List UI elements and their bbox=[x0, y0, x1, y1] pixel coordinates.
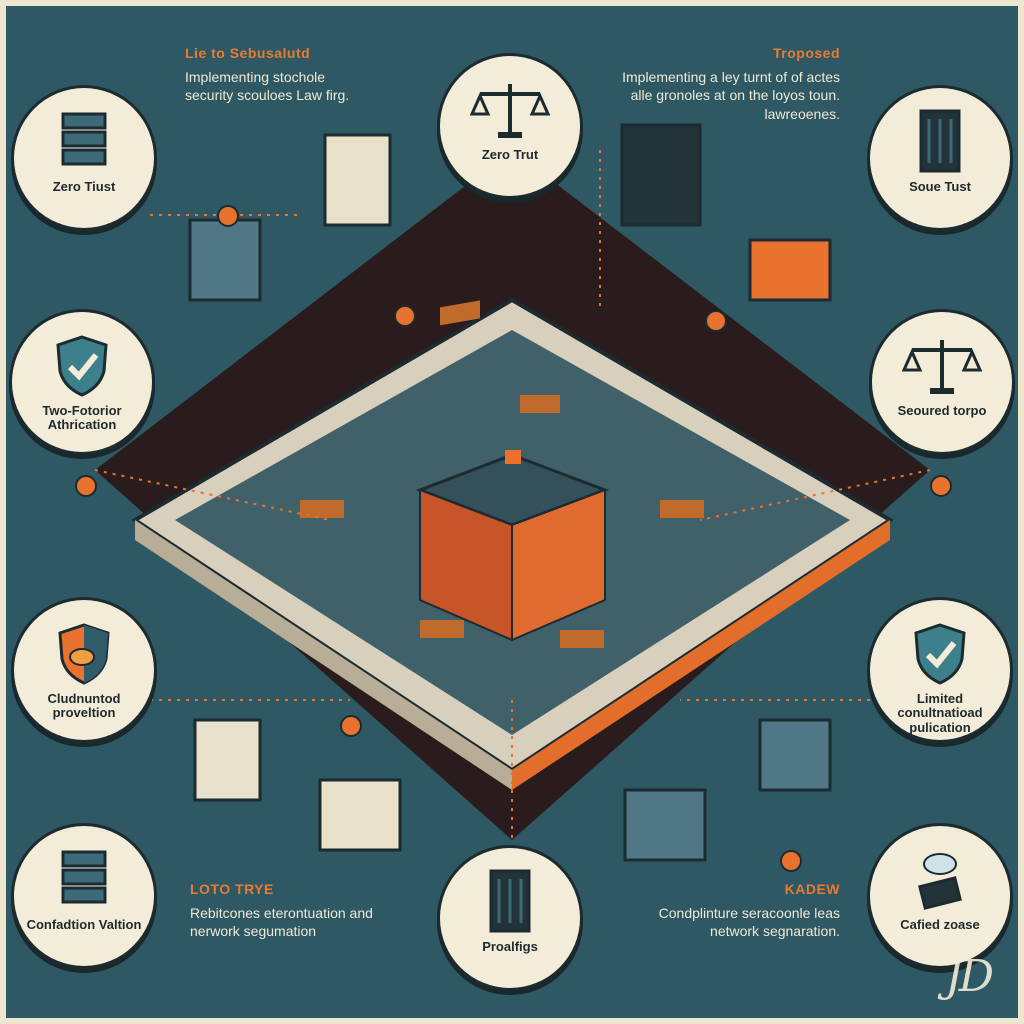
outer-wall-left-face bbox=[135, 520, 512, 790]
shield-check-icon bbox=[52, 332, 112, 400]
top-right-body: Implementing a ley turnt of of actes all… bbox=[622, 69, 840, 122]
badge-limited: Limited conultnatioad pulication bbox=[870, 600, 1010, 740]
badge-label: Limited conultnatioad pulication bbox=[897, 691, 983, 735]
badge-label: Cafied zoase bbox=[900, 917, 980, 932]
connector-node bbox=[780, 850, 802, 872]
badge-label: Zero Tiust bbox=[52, 179, 116, 194]
connector-node bbox=[340, 715, 362, 737]
badge-soue-tust: Soue Tust bbox=[870, 88, 1010, 228]
top-right-heading: Troposed bbox=[772, 45, 840, 61]
outer-wall-right-face bbox=[512, 520, 890, 790]
badge-label: Zero Trut bbox=[481, 147, 539, 162]
bottom-left-body: Rebitcones eterontuation and nerwork seg… bbox=[190, 905, 373, 940]
badge-two-factor: Two-Fotorior Athrication bbox=[12, 312, 152, 452]
office-desks bbox=[300, 300, 704, 648]
bottom-left-heading: LOTO TRYE bbox=[190, 881, 274, 897]
badge-cludnuntod: Cludnuntod proveltion bbox=[14, 600, 154, 740]
server-rack-icon bbox=[915, 108, 965, 176]
top-left-heading: Lie to Sebusalutd bbox=[185, 45, 311, 61]
connector-node bbox=[394, 305, 416, 327]
top-right-text: Troposed Implementing a ley turnt of of … bbox=[615, 44, 840, 123]
badge-proalfigs: Proalfigs bbox=[440, 848, 580, 988]
bottom-right-body: Condplinture seracoonle leas network seg… bbox=[658, 905, 840, 940]
id-card-icon bbox=[908, 846, 972, 914]
connector-node bbox=[75, 475, 97, 497]
artist-signature: JD bbox=[945, 951, 994, 1002]
top-left-body: Implementing stochole security scouloes … bbox=[185, 69, 350, 104]
server-rack-icon bbox=[485, 868, 535, 936]
badge-zero-trut: Zero Trut bbox=[440, 56, 580, 196]
central-flag bbox=[505, 450, 521, 464]
shield-coin-icon bbox=[54, 620, 114, 688]
badge-label: Cludnuntod proveltion bbox=[47, 691, 121, 721]
bottom-left-text: LOTO TRYE Rebitcones eterontuation and n… bbox=[190, 880, 410, 941]
scales-icon bbox=[470, 76, 550, 144]
badge-cafied-zoase: Cafied zoase bbox=[870, 826, 1010, 966]
badge-seoured-torpo: Seoured torpo bbox=[872, 312, 1012, 452]
central-building-right bbox=[511, 488, 606, 642]
server-stack-icon bbox=[57, 108, 111, 176]
connector-node bbox=[705, 310, 727, 332]
top-left-text: Lie to Sebusalutd Implementing stochole … bbox=[185, 44, 375, 105]
scales-icon bbox=[902, 332, 982, 400]
badge-zero-tiust: Zero Tiust bbox=[14, 88, 154, 228]
badge-confadtion: Confadtion Valtion bbox=[14, 826, 154, 966]
server-stack-icon bbox=[57, 846, 111, 914]
bottom-right-text: KADEW Condplinture seracoonle leas netwo… bbox=[610, 880, 840, 941]
badge-label: Seoured torpo bbox=[897, 403, 987, 418]
badge-label: Proalfigs bbox=[482, 939, 538, 954]
shield-check-icon bbox=[910, 620, 970, 688]
bottom-right-heading: KADEW bbox=[784, 881, 840, 897]
connector-node bbox=[930, 475, 952, 497]
connector-node bbox=[217, 205, 239, 227]
badge-label: Confadtion Valtion bbox=[26, 917, 142, 932]
badge-label: Soue Tust bbox=[909, 179, 971, 194]
badge-label: Two-Fotorior Athrication bbox=[42, 403, 122, 433]
